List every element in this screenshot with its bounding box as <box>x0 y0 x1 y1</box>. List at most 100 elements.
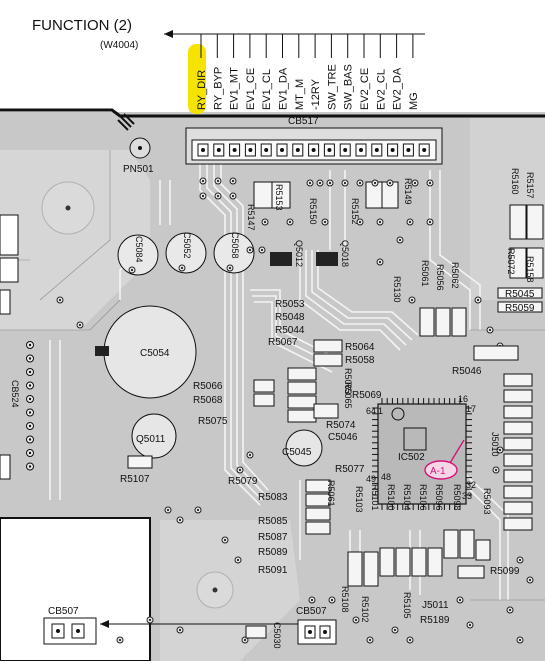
ic-pin1-label: 1 <box>378 406 383 416</box>
r5063-label: R5063 <box>343 368 353 395</box>
r5158-label: R5158 <box>525 256 535 283</box>
callout-a1-text: A-1 <box>430 466 446 477</box>
cb524-label: CB524 <box>10 380 20 408</box>
cb507-left-label: CB507 <box>48 606 79 617</box>
via-dots <box>56 177 534 644</box>
r5083-label: R5083 <box>258 492 288 503</box>
c5084-label: C5084 <box>134 236 144 263</box>
ic502 <box>377 403 467 505</box>
r5152-label: R5152 <box>350 198 360 225</box>
c5054-label: C5054 <box>140 348 170 359</box>
r5087-label: R5087 <box>258 532 288 543</box>
r5157-label: R5157 <box>525 172 535 199</box>
r5089-label: R5089 <box>258 547 288 558</box>
r5046-label: R5046 <box>452 366 482 377</box>
ic-pin64-label: 64 <box>366 406 376 416</box>
pin-label-ev1-mt: EV1_MT <box>229 67 241 110</box>
pin-label-ev1-da: EV1_DA <box>278 67 290 110</box>
cb517-label: CB517 <box>288 116 319 127</box>
r5099-label: R5099 <box>490 566 520 577</box>
r5045-label: R5045 <box>505 289 535 300</box>
r5104-label: R5104 <box>402 484 412 511</box>
ic-pin17-label: 17 <box>466 404 476 414</box>
r5103-label: R5103 <box>354 486 364 513</box>
r5093-label: R5093 <box>482 488 492 515</box>
r5069-label: R5069 <box>352 390 382 401</box>
r5065-label: R5065 <box>343 382 353 409</box>
q5012-label: Q5012 <box>294 240 304 267</box>
c5052-label: C5052 <box>182 232 192 259</box>
ground-plane-left <box>0 150 150 330</box>
page-subtitle: (W4004) <box>100 40 138 51</box>
connector-cb524 <box>0 214 19 480</box>
q5012 <box>270 252 292 266</box>
r5062-label: R5062 <box>450 262 460 289</box>
r5098-label: R5098 <box>452 484 462 511</box>
trace-bundle <box>49 160 509 600</box>
pin-label-mg: MG <box>408 92 420 110</box>
q5011 <box>131 413 177 459</box>
resistor-block-d <box>347 529 491 587</box>
r5068-label: R5068 <box>193 395 223 406</box>
r5153-label: R5153 <box>274 184 284 211</box>
resistor-block-c <box>253 339 343 535</box>
ic-pin48-label: 48 <box>381 472 391 482</box>
r5067-label: R5067 <box>268 337 298 348</box>
r5056-label: R5056 <box>435 264 445 291</box>
j5010-label: J5010 <box>490 432 500 457</box>
r5061b-label: R5061 <box>326 480 336 507</box>
pin-label-ry-byp: RY_BYP <box>212 67 224 110</box>
pin-label--12ry: -12RY <box>310 78 322 110</box>
r5061-label: R5061 <box>420 260 430 287</box>
r5101-label: R5101 <box>370 484 380 511</box>
arrow-left-icon <box>164 30 173 38</box>
c5045 <box>285 429 323 467</box>
j5011-label: J5011 <box>422 600 449 611</box>
r5160-label: R5160 <box>510 168 520 195</box>
q5018-label: Q5018 <box>340 240 350 267</box>
pin-label-ry-dir: RY_DIR <box>196 70 208 110</box>
pin-label-ev1-cl: EV1_CL <box>261 69 273 110</box>
r5108-label: R5108 <box>340 586 350 613</box>
r5085-label: R5085 <box>258 516 288 527</box>
pn501-label: PN501 <box>123 164 154 175</box>
c5045-label: C5045 <box>282 447 312 458</box>
page-title: FUNCTION (2) <box>32 17 132 34</box>
pin-highlight <box>188 44 206 114</box>
cb507-right-label: CB507 <box>296 606 327 617</box>
arrow-left-icon-2 <box>100 620 109 628</box>
r5189-label: R5189 <box>420 615 450 626</box>
r5147-label: R5147 <box>246 204 256 231</box>
ic-pin33-label: 33 <box>462 491 472 501</box>
resistor-block-a <box>253 181 544 279</box>
pin-label-ev2-cl: EV2_CL <box>375 69 387 110</box>
connector-cb507-left <box>43 617 97 645</box>
r5072-label: R5072 <box>506 248 516 275</box>
r5096-label: R5096 <box>434 484 444 511</box>
cb517-pins <box>197 143 430 157</box>
r5044-label: R5044 <box>275 325 305 336</box>
r5079-label: R5079 <box>228 476 258 487</box>
j5010-block <box>503 373 533 531</box>
r5064-label: R5064 <box>345 342 375 353</box>
r5066-label: R5066 <box>193 381 223 392</box>
r5106-label: R5106 <box>418 484 428 511</box>
r5053-label: R5053 <box>275 299 305 310</box>
r5149-label: R5149 <box>403 178 413 205</box>
pin-label-sw-tre: SW_TRE <box>326 64 338 110</box>
pin-label-ev2-da: EV2_DA <box>392 67 404 110</box>
r5150-label: R5150 <box>308 198 318 225</box>
r5130-label: R5130 <box>392 276 402 303</box>
pin-label-sw-bas: SW_BAS <box>343 64 355 110</box>
r5058-label: R5058 <box>345 355 375 366</box>
c5046-label: C5046 <box>328 432 358 443</box>
board-cutout <box>0 517 151 661</box>
r5077-label: R5077 <box>335 464 365 475</box>
pin-label-ev2-ce: EV2_CE <box>359 68 371 110</box>
ic-pin16-label: 16 <box>458 394 468 404</box>
ic-pin32-label: 32 <box>466 480 476 490</box>
callout-a1 <box>424 460 458 480</box>
c5030-label: C5030 <box>272 622 282 649</box>
r5059-label: R5059 <box>505 303 535 314</box>
